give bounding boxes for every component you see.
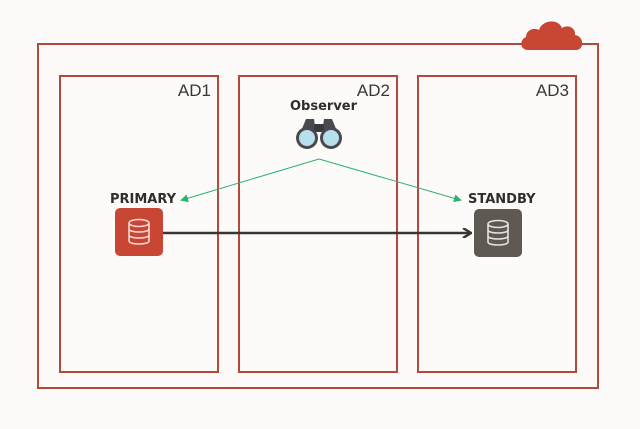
observer-to-standby-arrow (318, 158, 462, 203)
ad1-label: AD1 (177, 81, 211, 100)
observer-to-primary-arrow (180, 158, 320, 203)
availability-domain-2: AD2 (238, 75, 398, 373)
binoculars-icon (293, 116, 345, 155)
observer-label: Observer (290, 99, 358, 114)
primary-label: PRIMARY (110, 192, 177, 207)
database-icon (128, 218, 150, 245)
oci-region (37, 43, 599, 389)
availability-domain-1: AD1 (59, 75, 219, 373)
cloud-icon (518, 16, 586, 57)
availability-domain-3: AD3 (417, 75, 577, 373)
standby-database[interactable] (474, 209, 522, 257)
database-icon (487, 219, 509, 246)
ad3-label: AD3 (535, 81, 569, 100)
primary-database[interactable] (115, 208, 163, 256)
ad2-label: AD2 (356, 81, 390, 100)
standby-label: STANDBY (468, 192, 536, 207)
